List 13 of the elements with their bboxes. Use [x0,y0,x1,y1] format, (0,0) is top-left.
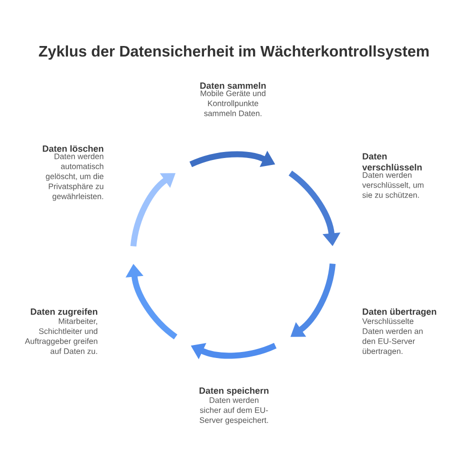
step-heading: Daten übertragen [362,308,436,317]
step-heading: Daten speichern [200,387,268,396]
step-description: Mobile Geräte und Kontrollpunkte sammeln Daten. [200,90,266,116]
step-description: Verschlüsselte Daten werden an den EU-Server übertragen. [362,318,423,356]
step-description: Daten werden verschlüsselt, um sie zu schützen. [362,172,424,198]
step-heading: Daten verschlüsseln [362,153,422,170]
step-description: Daten werden automatisch gelöscht, um die Privatsphäre zu gewährleisten. [46,153,104,201]
step-heading: Daten löschen [42,145,104,152]
step-description: Mitarbeiter, Schichtleiter und Auftraggeber greifen auf Daten zu. [24,318,98,354]
title: Zyklus der Datensicherheit im Wächterkontrollsystem [38,45,429,60]
step-heading: Daten sammeln [200,82,266,89]
step-description: Daten werden sicher auf dem EU-Server gespeichert. [200,397,268,425]
step-heading: Daten zugreifen [30,308,98,317]
